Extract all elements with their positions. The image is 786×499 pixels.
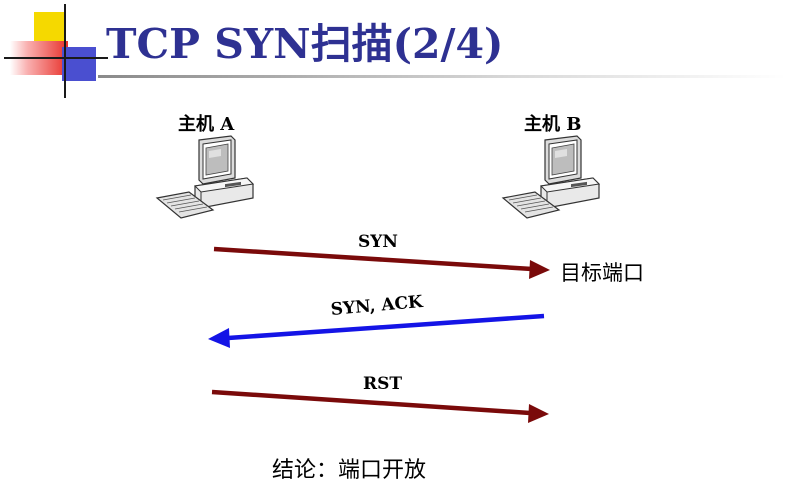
syn-arrow (213, 246, 550, 279)
desktop-computer-icon (501, 135, 601, 219)
decorative-horizontal-line (4, 57, 108, 59)
rst-message-label: RST (363, 374, 403, 394)
syn-ack-message-label: SYN, ACK (330, 291, 424, 320)
conclusion-text: 结论：端口开放 (272, 458, 427, 483)
decorative-vertical-line (64, 4, 66, 98)
host-b-label: 主机 B (524, 114, 582, 135)
decorative-yellow-square (34, 12, 66, 44)
decorative-blue-square (62, 47, 96, 81)
rst-arrow (211, 389, 549, 423)
host-a-label: 主机 A (178, 114, 235, 135)
title-underline (98, 75, 786, 78)
syn-ack-arrow (208, 313, 545, 348)
desktop-computer-icon (155, 135, 255, 219)
syn-message-label: SYN (358, 232, 398, 252)
target-port-label: 目标端口 (560, 261, 644, 285)
slide-title: TCP SYN扫描(2/4) (106, 20, 504, 68)
